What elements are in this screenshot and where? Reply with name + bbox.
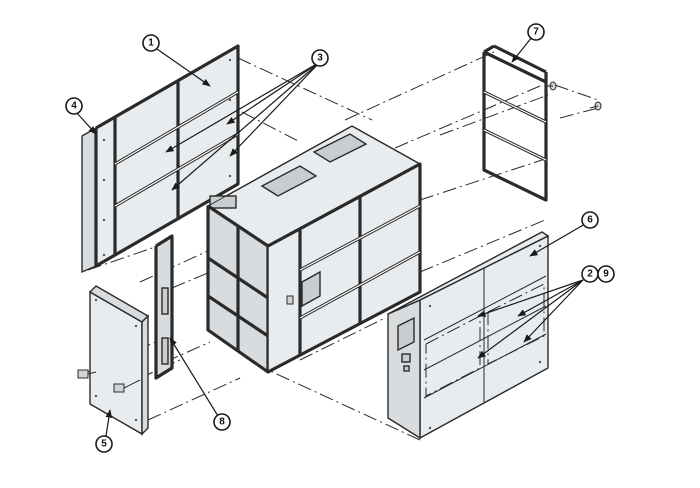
callout-1: 1: [142, 34, 160, 52]
callout-label: 8: [219, 417, 225, 428]
callout-label: 9: [603, 269, 609, 280]
callout-2: 2: [581, 265, 599, 283]
callout-9: 9: [597, 265, 615, 283]
left-end-panel: [77, 285, 150, 436]
callout-label: 3: [317, 53, 323, 64]
central-unit: [206, 125, 422, 374]
callout-label: 1: [148, 38, 154, 49]
callout-label: 7: [533, 27, 539, 38]
callout-label: 6: [587, 215, 593, 226]
callout-6: 6: [581, 211, 599, 229]
left-rear-panel: [81, 44, 240, 274]
callout-4: 4: [65, 97, 83, 115]
vertical-strip: [154, 234, 174, 380]
callout-8: 8: [213, 413, 231, 431]
callout-label: 5: [101, 439, 107, 450]
callout-label: 2: [587, 269, 593, 280]
callout-3: 3: [311, 49, 329, 67]
callout-5: 5: [95, 435, 113, 453]
right-front-panel: [387, 231, 550, 440]
right-rear-frame: [482, 44, 602, 202]
leader-lines: [75, 36, 586, 437]
callout-label: 4: [71, 101, 77, 112]
callout-7: 7: [527, 23, 545, 41]
